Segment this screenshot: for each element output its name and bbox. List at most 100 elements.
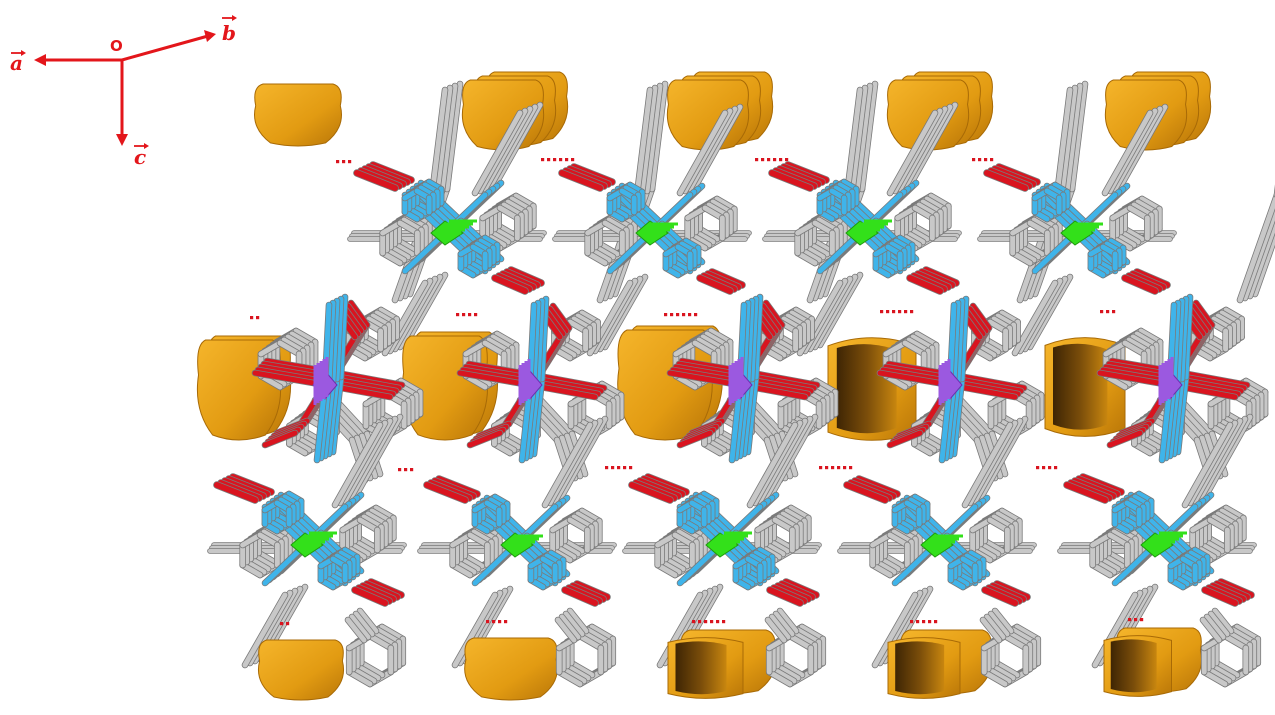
hbond-dot: [468, 313, 472, 317]
hbond-dot: [571, 158, 575, 162]
hbond-indicators: [250, 158, 1144, 626]
void-cavity: [1053, 343, 1108, 430]
hbond-dot: [704, 620, 708, 624]
hbond-dot: [698, 620, 702, 624]
tail-ring-4: [979, 607, 1042, 688]
hbond-dot: [404, 468, 408, 472]
hbond-dot: [498, 620, 502, 624]
hbond-dot: [547, 158, 551, 162]
hbond-dot: [348, 160, 352, 164]
axes-indicator: O a b c: [10, 15, 237, 169]
axis-b-label: b: [222, 15, 237, 45]
hbond-dot: [462, 313, 466, 317]
complex-bottom-1: [207, 413, 407, 669]
void-row-bottom: [257, 627, 1203, 701]
hbond-dot: [837, 466, 841, 470]
hbond-dot: [1054, 466, 1058, 470]
hbond-dot: [880, 310, 884, 314]
hbond-dot: [456, 313, 460, 317]
void-top-1: [461, 71, 569, 151]
complex-top-4: [977, 103, 1177, 357]
void-bottom-1: [257, 639, 345, 701]
hbond-dot: [286, 622, 290, 626]
hbond-dot: [722, 620, 726, 624]
hbond-dot: [541, 158, 545, 162]
void-cavity: [895, 641, 945, 695]
hbond-dot: [559, 158, 563, 162]
hbond-dot: [972, 158, 976, 162]
hbond-dot: [1100, 310, 1104, 314]
hbond-dot: [916, 620, 920, 624]
void-surface: [464, 637, 558, 701]
hbond-dot: [605, 466, 609, 470]
origin-label: O: [110, 37, 123, 55]
hbond-dot: [1112, 310, 1116, 314]
hbond-dot: [1042, 466, 1046, 470]
hbond-dot: [492, 620, 496, 624]
svg-text:a: a: [10, 51, 23, 75]
hbond-dot: [474, 313, 478, 317]
complex-top-3: [762, 101, 962, 357]
hbond-dot: [670, 313, 674, 317]
complex-bottom-4: [837, 415, 1037, 669]
hbond-dot: [1128, 618, 1132, 622]
hbond-dot: [611, 466, 615, 470]
hbond-dot: [755, 158, 759, 162]
hbond-dot: [928, 620, 932, 624]
tail-ring-2: [554, 607, 617, 688]
tail-ring-3: [764, 607, 827, 688]
void-cavity: [836, 344, 897, 434]
hbond-dot: [886, 310, 890, 314]
hbond-dot: [336, 160, 340, 164]
hbond-dot: [990, 158, 994, 162]
hbond-dot: [280, 622, 284, 626]
tail-ring-1: [344, 607, 407, 688]
void-cavity: [675, 641, 727, 695]
hbond-dot: [1140, 618, 1144, 622]
hbond-dot: [565, 158, 569, 162]
hbond-dot: [825, 466, 829, 470]
hbond-dot: [256, 316, 260, 320]
void-middle-3: [617, 325, 723, 441]
hbond-dot: [694, 313, 698, 317]
hbond-dot: [1048, 466, 1052, 470]
hbond-dot: [819, 466, 823, 470]
hbond-dot: [664, 313, 668, 317]
complex-bottom-5: [1057, 413, 1257, 669]
hbond-dot: [553, 158, 557, 162]
void-bottom-4: [887, 629, 992, 699]
complex-top-2: [552, 103, 752, 357]
hbond-dot: [688, 313, 692, 317]
axis-c-label: c: [134, 143, 149, 169]
hbond-dot: [934, 620, 938, 624]
complex-bottom-2: [417, 415, 617, 669]
svg-text:c: c: [134, 145, 146, 169]
axis-a-label: a: [10, 50, 26, 75]
hbond-dot: [1134, 618, 1138, 622]
svg-text:b: b: [222, 21, 236, 45]
complex-top-1: [347, 101, 547, 357]
hbond-dot: [849, 466, 853, 470]
hbond-dot: [761, 158, 765, 162]
hbond-dot: [250, 316, 254, 320]
void-cavity: [1110, 639, 1157, 693]
hbond-dot: [773, 158, 777, 162]
hbond-dot: [342, 160, 346, 164]
hbond-dot: [910, 310, 914, 314]
cation-middle-5: [1096, 293, 1269, 464]
hbond-dot: [785, 158, 789, 162]
hbond-dot: [978, 158, 982, 162]
hbond-dot: [504, 620, 508, 624]
hbond-dot: [922, 620, 926, 624]
linker-chain-up-4: [1236, 184, 1275, 304]
hbond-dot: [623, 466, 627, 470]
hbond-dot: [1036, 466, 1040, 470]
hbond-dot: [898, 310, 902, 314]
hbond-dot: [892, 310, 896, 314]
cation-middle-1: [251, 293, 424, 464]
hbond-dot: [629, 466, 633, 470]
hbond-dot: [398, 468, 402, 472]
hbond-dot: [676, 313, 680, 317]
hbond-dot: [710, 620, 714, 624]
